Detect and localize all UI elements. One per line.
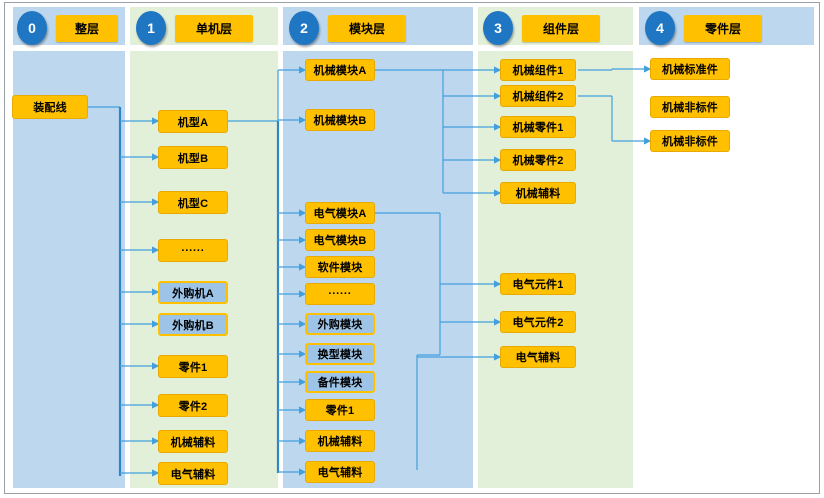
layer-number-1: 1 (136, 11, 166, 45)
header-group-2: 2 模块层 (289, 11, 406, 45)
node-module-more[interactable]: ······ (305, 283, 375, 305)
node-elec-aux-col1[interactable]: 电气辅料 (158, 462, 228, 485)
layer-label-2: 模块层 (328, 14, 406, 42)
node-mech-part-2[interactable]: 机械零件2 (500, 149, 576, 171)
node-mech-aux-col2[interactable]: 机械辅料 (305, 430, 375, 452)
node-elec-component-1[interactable]: 电气元件1 (500, 273, 576, 295)
header-group-1: 1 单机层 (136, 11, 253, 45)
node-purchased-module[interactable]: 外购模块 (305, 313, 375, 335)
layer-number-4: 4 (645, 11, 675, 45)
node-spare-module[interactable]: 备件模块 (305, 371, 375, 393)
node-purchased-machine-b[interactable]: 外购机B (158, 313, 228, 336)
band-body-0 (13, 51, 125, 488)
node-mech-assembly-1[interactable]: 机械组件1 (500, 59, 576, 81)
node-mech-aux-col1[interactable]: 机械辅料 (158, 430, 228, 453)
node-part-1-col1[interactable]: 零件1 (158, 355, 228, 378)
node-mech-aux-col3[interactable]: 机械辅料 (500, 182, 576, 204)
node-mech-module-a[interactable]: 机械模块A (305, 59, 375, 81)
node-elec-aux-col2[interactable]: 电气辅料 (305, 461, 375, 483)
node-elec-aux-col3[interactable]: 电气辅料 (500, 346, 576, 368)
header-group-3: 3 组件层 (483, 11, 600, 45)
node-software-module[interactable]: 软件模块 (305, 256, 375, 278)
layer-number-2: 2 (289, 11, 319, 45)
node-part-1-col2[interactable]: 零件1 (305, 399, 375, 421)
layer-label-3: 组件层 (522, 14, 600, 42)
layer-label-0: 整层 (56, 14, 118, 42)
header-group-0: 0 整层 (17, 11, 118, 45)
node-model-c[interactable]: 机型C (158, 191, 228, 214)
node-mech-part-1[interactable]: 机械零件1 (500, 116, 576, 138)
node-model-b[interactable]: 机型B (158, 146, 228, 169)
node-mech-nonstandard-part-1[interactable]: 机械非标件 (650, 96, 730, 118)
node-elec-component-2[interactable]: 电气元件2 (500, 311, 576, 333)
node-assembly-line[interactable]: 装配线 (12, 95, 88, 119)
node-mech-standard-part[interactable]: 机械标准件 (650, 58, 730, 80)
node-elec-module-a[interactable]: 电气模块A (305, 202, 375, 224)
node-model-a[interactable]: 机型A (158, 110, 228, 133)
layer-number-0: 0 (17, 11, 47, 45)
node-purchased-machine-a[interactable]: 外购机A (158, 281, 228, 304)
node-changeover-module[interactable]: 换型模块 (305, 343, 375, 365)
layer-label-1: 单机层 (175, 14, 253, 42)
layer-number-3: 3 (483, 11, 513, 45)
node-mech-nonstandard-part-2[interactable]: 机械非标件 (650, 130, 730, 152)
node-model-more[interactable]: ······ (158, 239, 228, 262)
layer-label-4: 零件层 (684, 14, 762, 42)
header-group-4: 4 零件层 (645, 11, 762, 45)
node-mech-assembly-2[interactable]: 机械组件2 (500, 85, 576, 107)
node-mech-module-b[interactable]: 机械模块B (305, 109, 375, 131)
node-elec-module-b[interactable]: 电气模块B (305, 229, 375, 251)
node-part-2-col1[interactable]: 零件2 (158, 394, 228, 417)
